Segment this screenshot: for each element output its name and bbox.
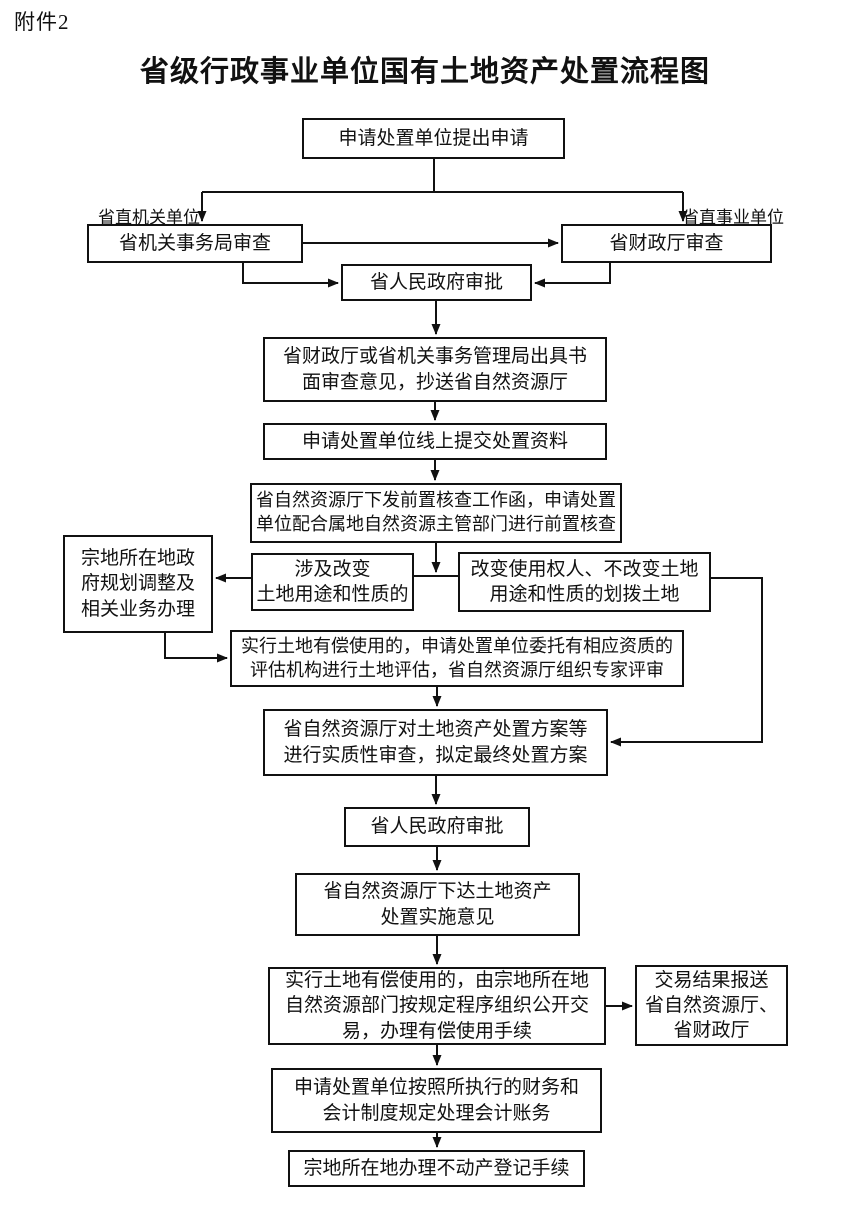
page-title: 省级行政事业单位国有土地资产处置流程图 [139,56,710,88]
node-finance-dept-review: 省财政厅审查 [561,224,772,263]
attachment-label: 附件2 [14,10,70,34]
node-valuation: 实行土地有偿使用的，申请处置单位委托有相应资质的 评估机构进行土地评估，省自然资… [230,630,684,687]
node-gov-approval-second: 省人民政府审批 [344,807,530,847]
node-written-opinion: 省财政厅或省机关事务管理局出具书 面审查意见，抄送省自然资源厅 [263,337,607,402]
connector-finance-gov [534,263,611,288]
node-org-bureau-review: 省机关事务局审查 [87,224,303,263]
node-online-submit: 申请处置单位线上提交处置资料 [263,423,607,460]
node-trade-result-report: 交易结果报送 省自然资源厅、 省财政厅 [635,965,788,1046]
branch-label-left: 省直机关单位 [98,208,200,227]
connector-nochange-review [610,577,763,747]
connector-bureau-gov [242,263,339,288]
node-no-change-use: 改变使用权人、不改变土地 用途和性质的划拨土地 [458,552,711,612]
node-public-trade: 实行土地有偿使用的，由宗地所在地 自然资源部门按规定程序组织公开交 易，办理有偿… [268,967,606,1045]
node-accounting: 申请处置单位按照所执行的财务和 会计制度规定处理会计账务 [271,1068,602,1133]
connector-apply-split [202,159,683,193]
node-implementation-opinion: 省自然资源厅下达土地资产 处置实施意见 [295,873,580,936]
connector-planning-valuation [164,633,228,663]
node-apply: 申请处置单位提出申请 [302,118,565,159]
node-substantive-review: 省自然资源厅对土地资产处置方案等 进行实质性审查，拟定最终处置方案 [263,709,608,776]
node-gov-approval-first: 省人民政府审批 [341,264,532,301]
node-planning-adjust: 宗地所在地政 府规划调整及 相关业务办理 [63,535,213,633]
node-precheck: 省自然资源厅下发前置核查工作函，申请处置 单位配合属地自然资源主管部门进行前置核… [250,483,622,543]
branch-label-right: 省直事业单位 [682,208,784,227]
node-registration: 宗地所在地办理不动产登记手续 [288,1150,585,1187]
node-change-use: 涉及改变 土地用途和性质的 [251,553,414,611]
